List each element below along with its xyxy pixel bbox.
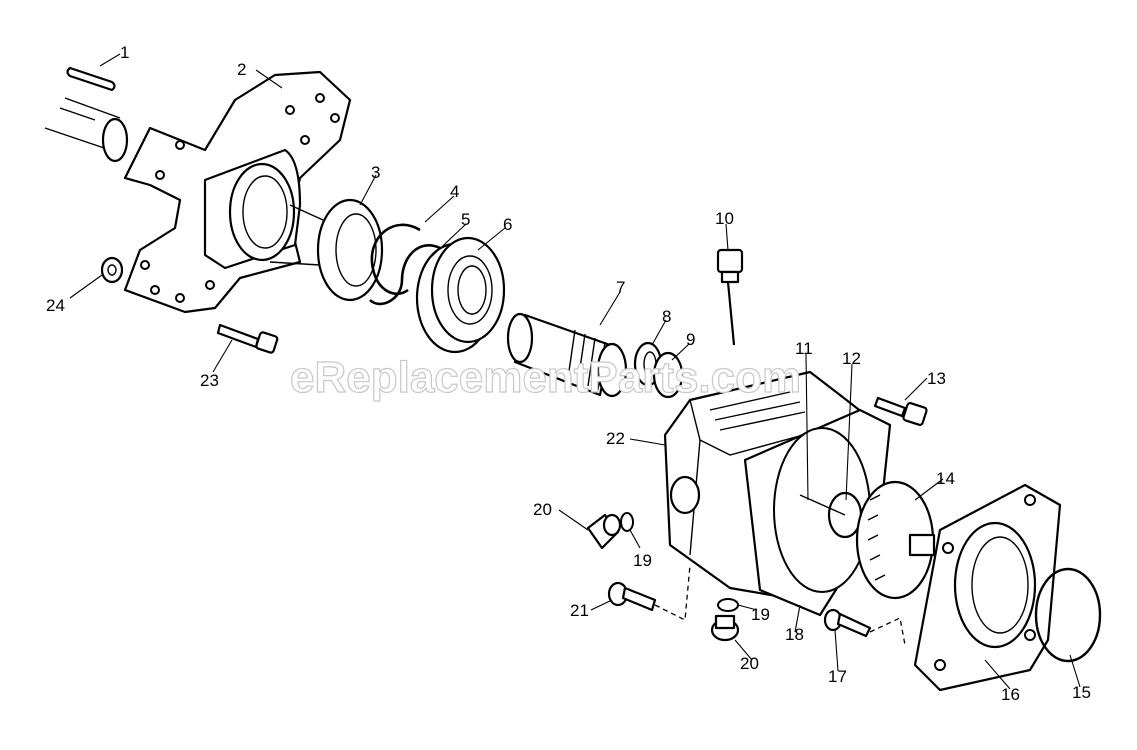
part-19-washer-lower [717, 598, 739, 612]
callout-21: 21 [570, 601, 589, 620]
part-9-cap [652, 351, 684, 399]
part-23-bolt [216, 323, 279, 354]
callout-3: 3 [371, 163, 380, 182]
callout-6: 6 [503, 215, 512, 234]
callout-17: 17 [828, 667, 847, 686]
part-3-seal [316, 198, 384, 302]
callout-10: 10 [715, 209, 734, 228]
callout-22: 22 [606, 429, 625, 448]
callout-5: 5 [461, 210, 470, 229]
part-14-gear [855, 480, 936, 600]
callout-13: 13 [927, 369, 946, 388]
callout-1: 1 [120, 43, 129, 62]
callout-19-lower: 19 [751, 605, 770, 624]
leader-lines [69, 53, 1081, 690]
part-6-bearing [415, 236, 506, 354]
callout-8: 8 [662, 307, 671, 326]
part-1-key [66, 66, 116, 92]
watermark-text: eReplacementParts.com [290, 353, 801, 402]
part-13-bolt [873, 396, 928, 426]
callout-11: 11 [795, 339, 813, 358]
part-4-snap-ring [370, 223, 421, 296]
callout-2: 2 [237, 60, 246, 79]
callout-24: 24 [46, 296, 65, 315]
callout-20-lower: 20 [740, 654, 759, 673]
part-24-nut [100, 256, 124, 284]
callout-12: 12 [842, 349, 861, 368]
callout-14: 14 [936, 469, 955, 488]
part-19-washer-upper [620, 512, 634, 532]
callout-9: 9 [686, 330, 695, 349]
callout-18: 18 [785, 625, 804, 644]
part-5-ring [369, 244, 441, 306]
part-20-plug-upper [586, 513, 622, 550]
part-21-bolt [607, 564, 691, 622]
callout-19-upper: 19 [633, 551, 652, 570]
callout-4: 4 [450, 182, 459, 201]
part-18-gasket [743, 408, 892, 617]
callout-labels: 1 2 3 4 5 6 7 8 9 10 11 12 13 14 15 16 1… [46, 43, 1091, 704]
part-20-plug-lower [710, 614, 740, 642]
part-16-end-cover [913, 483, 1062, 692]
callout-20-upper: 20 [533, 500, 552, 519]
input-shaft [44, 97, 129, 163]
callout-7: 7 [616, 278, 625, 297]
part-10-breather [716, 248, 744, 346]
part-2-mounting-bracket [123, 70, 352, 314]
part-15-o-ring [1034, 567, 1102, 663]
callout-23: 23 [200, 371, 219, 390]
part-7-splined-coupling [506, 312, 628, 398]
callout-16: 16 [1001, 685, 1020, 704]
callout-15: 15 [1072, 683, 1091, 702]
part-17-bolt [823, 608, 906, 646]
